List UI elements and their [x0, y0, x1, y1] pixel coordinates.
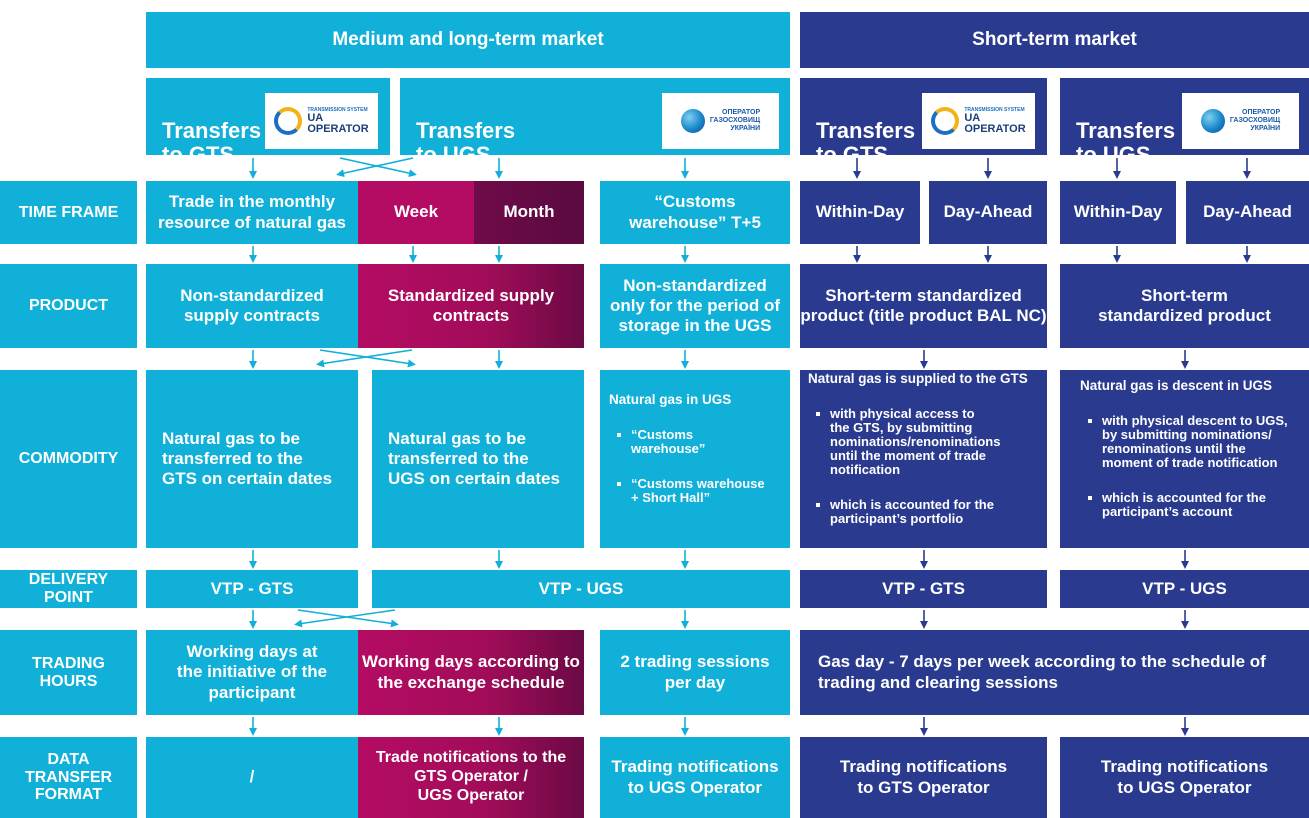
trading-hours-gas-day: Gas day - 7 days per week according to t… [800, 630, 1309, 715]
arrow [339, 157, 417, 178]
time-frame-monthly-resource: Trade in the monthly resource of natural… [146, 181, 358, 244]
time-frame-day-ahead-ugs: Day-Ahead [1186, 181, 1309, 244]
data-transfer-slash: / [146, 737, 358, 818]
transfer-label: Transfers to GTS [162, 117, 262, 168]
ua-gts-operator-logo: TRANSMISSION SYSTEM UA OPERATOR [265, 93, 378, 149]
time-frame-day-ahead-gts: Day-Ahead [929, 181, 1047, 244]
ua-gts-operator-logo: TRANSMISSION SYSTEM UA OPERATOR [922, 93, 1035, 149]
arrow [297, 609, 399, 628]
commodity-title: Natural gas is supplied to the GTS [808, 370, 1028, 386]
header-medium-long-term-market: Medium and long-term market [146, 12, 790, 68]
product-standardized: Standardized supply contracts [358, 264, 584, 348]
header-short-term-market: Short-term market [800, 12, 1309, 68]
commodity-ugs-dates: Natural gas to be transferred to the UGS… [372, 370, 584, 548]
list-item: which is accounted for the participant’s… [1088, 490, 1288, 519]
commodity-list: with physical descent to UGS, by submitt… [1080, 400, 1288, 540]
data-transfer-trade-notifications: Trade notifications to the GTS Operator … [358, 737, 584, 818]
trading-hours-exchange: Working days according to the exchange s… [358, 630, 584, 715]
row-label-delivery-point: DELIVERY POINT [0, 570, 137, 608]
product-non-standardized: Non-standardized supply contracts [146, 264, 358, 348]
commodity-title: Natural gas in UGS [609, 391, 732, 407]
row-label-data-transfer-format: DATA TRANSFER FORMAT [0, 737, 137, 818]
data-transfer-to-gts-right: Trading notifications to GTS Operator [800, 737, 1047, 818]
time-frame-within-day-ugs: Within-Day [1060, 181, 1176, 244]
list-item: “Customs warehouse” [617, 427, 765, 456]
time-frame-within-day-gts: Within-Day [800, 181, 920, 244]
commodity-list: with physical access to the GTS, by subm… [808, 393, 1000, 547]
time-frame-week: Week [358, 181, 474, 244]
arrow [336, 157, 414, 178]
row-label-product: PRODUCT [0, 264, 137, 348]
commodity-supplied-gts: Natural gas is supplied to the GTS with … [800, 370, 1047, 548]
row-label-time-frame: TIME FRAME [0, 181, 137, 244]
ugs-operator-logo: ОПЕРАТОР ГАЗОСХОВИЩ УКРАЇНИ [662, 93, 779, 149]
delivery-point-vtp-gts-right: VTP - GTS [800, 570, 1047, 608]
trading-hours-sessions: 2 trading sessions per day [600, 630, 790, 715]
commodity-in-ugs: Natural gas in UGS “Customs warehouse” “… [600, 370, 790, 548]
delivery-point-vtp-ugs-right: VTP - UGS [1060, 570, 1309, 608]
ua-operator-ring-icon [931, 107, 960, 135]
list-item: which is accounted for the participant’s… [815, 497, 1000, 526]
list-item: “Customs warehouse + Short Hall” [617, 475, 765, 505]
commodity-descent-ugs: Natural gas is descent in UGS with physi… [1060, 370, 1309, 548]
trading-hours-initiative: Working days at the initiative of the pa… [146, 630, 358, 715]
data-transfer-to-ugs-left: Trading notifications to UGS Operator [600, 737, 790, 818]
delivery-point-vtp-ugs-left: VTP - UGS [372, 570, 790, 608]
transfer-label: Transfers to UGS [416, 117, 516, 168]
transfer-label: Transfers to UGS [1076, 117, 1176, 168]
arrow [294, 609, 396, 628]
data-transfer-to-ugs-right: Trading notifications to UGS Operator [1060, 737, 1309, 818]
transfer-label: Transfers to GTS [816, 117, 916, 168]
time-frame-customs-warehouse: “Customs warehouse” T+5 [600, 181, 790, 244]
row-label-trading-hours: TRADING HOURS [0, 630, 137, 715]
row-label-commodity: COMMODITY [0, 370, 137, 548]
list-item: with physical access to the GTS, by subm… [815, 405, 1001, 477]
delivery-point-vtp-gts-left: VTP - GTS [146, 570, 358, 608]
ua-operator-ring-icon [274, 107, 303, 135]
arrow [319, 349, 416, 368]
commodity-gts-dates: Natural gas to be transferred to the GTS… [146, 370, 358, 548]
arrow [316, 349, 413, 368]
ugs-operator-globe-icon [1200, 109, 1225, 133]
product-short-term-gts: Short-term standardized product (title p… [800, 264, 1047, 348]
product-storage-only: Non-standardized only for the period of … [600, 264, 790, 348]
ugs-operator-logo: ОПЕРАТОР ГАЗОСХОВИЩ УКРАЇНИ [1182, 93, 1299, 149]
product-short-term-ugs: Short-term standardized product [1060, 264, 1309, 348]
commodity-list: “Customs warehouse” “Customs warehouse +… [609, 414, 765, 526]
list-item: with physical descent to UGS, by submitt… [1088, 412, 1288, 470]
ugs-operator-globe-icon [680, 109, 705, 133]
commodity-title: Natural gas is descent in UGS [1080, 377, 1273, 393]
time-frame-month: Month [474, 181, 584, 244]
